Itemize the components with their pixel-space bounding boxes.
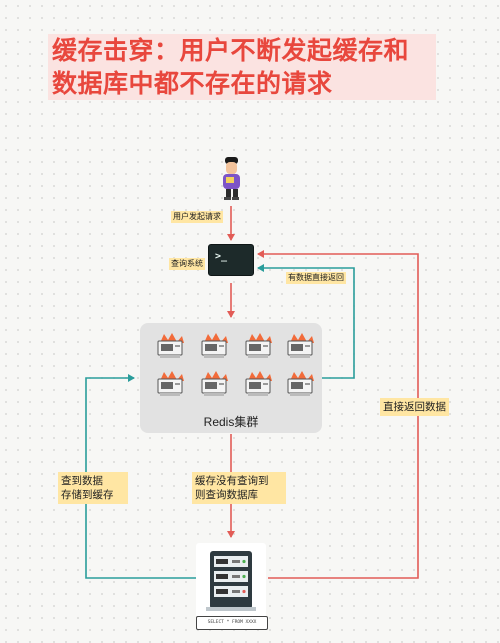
database-rack-graphic bbox=[206, 551, 256, 611]
cluster-label: Redis集群 bbox=[203, 415, 259, 429]
label-cache-miss: 缓存没有查询到 则查询数据库 bbox=[192, 472, 286, 504]
terminal-prompt: >_ bbox=[215, 251, 228, 262]
server-node-on-fire-icon bbox=[245, 371, 272, 396]
server-node-on-fire-icon bbox=[287, 333, 314, 358]
label-cached-return: 有数据直接返回 bbox=[286, 272, 346, 284]
page-title: 缓存击穿：用户不断发起缓存和 数据库中都不存在的请求 bbox=[52, 34, 442, 100]
server-node-on-fire-icon bbox=[201, 371, 228, 396]
redis-cluster: Redis集群 bbox=[140, 323, 322, 433]
server-node-on-fire-icon bbox=[245, 333, 272, 358]
arrow-database-direct-return bbox=[257, 250, 419, 579]
database-rack-icon bbox=[196, 543, 266, 619]
server-node-on-fire-icon bbox=[287, 371, 314, 396]
label-query-system: 查询系统 bbox=[169, 258, 205, 270]
terminal-icon: >_ bbox=[208, 244, 254, 276]
server-node-on-fire-icon bbox=[201, 333, 228, 358]
label-store-cache-line-1: 查到数据 bbox=[61, 475, 103, 487]
server-node-on-fire-icon bbox=[157, 333, 184, 358]
label-user-request: 用户发起请求 bbox=[171, 211, 223, 223]
label-direct-return: 直接返回数据 bbox=[380, 398, 449, 416]
arrow-cluster-cached-return bbox=[257, 264, 355, 379]
title-highlight bbox=[48, 34, 436, 100]
sql-query-box: SELECT * FROM XXXX bbox=[196, 616, 268, 630]
server-node-on-fire-icon bbox=[157, 371, 184, 396]
person-avatar-icon bbox=[223, 157, 240, 200]
label-store-cache: 查到数据 存储到缓存 bbox=[58, 472, 128, 504]
title-line-2: 数据库中都不存在的请求 bbox=[52, 69, 333, 98]
cache-node-grid bbox=[157, 333, 314, 396]
title-line-1: 缓存击穿：用户不断发起缓存和 bbox=[52, 36, 410, 65]
label-cache-miss-line-1: 缓存没有查询到 bbox=[195, 475, 269, 487]
label-store-cache-line-2: 存储到缓存 bbox=[61, 489, 114, 501]
label-cache-miss-line-2: 则查询数据库 bbox=[195, 489, 258, 501]
